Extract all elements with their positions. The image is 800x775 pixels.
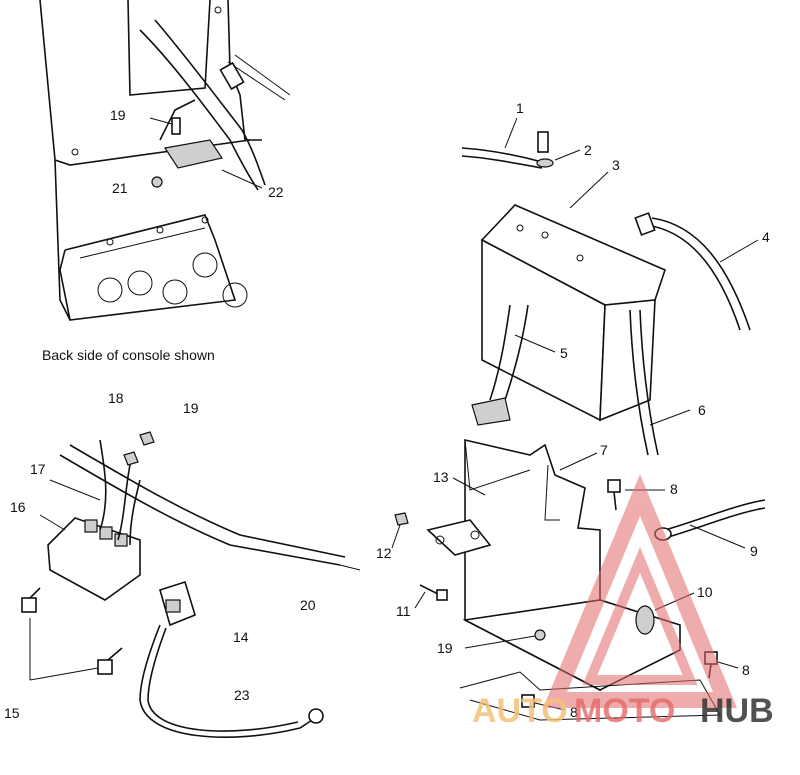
watermark-moto: MOTO (574, 692, 675, 730)
floor-plate (459, 671, 721, 721)
watermark-hub: HUB (700, 692, 774, 730)
cable-part-1 (461, 147, 543, 169)
bolt-part-11 (419, 584, 448, 601)
watermark-logo: AUTO MOTO HUB (472, 474, 774, 730)
callout-5: 5 (560, 345, 568, 361)
clamp-part-22 (159, 99, 223, 169)
screw-part-19-top (149, 117, 181, 135)
screw-part-15-a (21, 587, 41, 613)
callout-23: 23 (234, 687, 250, 703)
callout-19-top: 19 (110, 107, 126, 123)
callout-22: 22 (268, 184, 284, 200)
callout-19-right: 19 (437, 640, 453, 656)
callout-3: 3 (612, 157, 620, 173)
wire-harness-20 (59, 444, 361, 571)
callout-8-top: 8 (670, 481, 678, 497)
nut-part-18 (123, 451, 139, 466)
solenoid-part-16 (47, 517, 141, 601)
callout-21: 21 (112, 180, 128, 196)
nut-part-12 (394, 512, 409, 526)
bracket-part-14 (159, 580, 196, 627)
nut-part-19-right (534, 629, 546, 641)
callout-13: 13 (433, 469, 449, 485)
callout-8-right: 8 (742, 662, 750, 678)
callout-1: 1 (516, 100, 524, 116)
cable-part-23 (139, 624, 324, 738)
vent-tube-part-6 (629, 309, 659, 456)
callout-20: 20 (300, 597, 316, 613)
callout-16: 16 (10, 499, 26, 515)
callout-2: 2 (584, 142, 592, 158)
bracket-part-13 (426, 519, 492, 556)
callout-6: 6 (698, 402, 706, 418)
callout-12: 12 (376, 545, 392, 561)
callout-19-left: 19 (183, 400, 199, 416)
console-caption: Back side of console shown (42, 347, 215, 363)
callout-8-bottom: 8 (570, 704, 578, 720)
callout-11: 11 (396, 603, 411, 619)
cable-part-4 (634, 212, 751, 331)
callout-9: 9 (750, 543, 758, 559)
callout-15: 15 (4, 705, 20, 721)
nut-part-21 (151, 176, 163, 188)
bolt-part-8-top (607, 479, 621, 511)
bolt-part-8-bottom (521, 694, 535, 708)
part-10 (635, 605, 655, 635)
battery-strap-part-5 (471, 304, 529, 426)
console-back-panel (39, 0, 262, 321)
console-wire-harness (139, 19, 291, 191)
bolt-part-2 (536, 131, 554, 168)
callout-labels: 1 2 3 4 5 6 7 8 9 10 11 12 13 14 15 16 1… (4, 100, 770, 721)
callout-14: 14 (233, 629, 249, 645)
wire-leads (99, 439, 141, 546)
callout-7: 7 (600, 442, 608, 458)
nut-part-19-left (139, 431, 155, 446)
screw-part-15-b (97, 647, 123, 675)
callout-10: 10 (697, 584, 713, 600)
callout-18: 18 (108, 390, 124, 406)
callout-17: 17 (30, 461, 46, 477)
watermark-triangle-icon (543, 474, 737, 708)
watermark-auto: AUTO (472, 692, 568, 730)
cable-part-9 (654, 499, 766, 541)
callout-4: 4 (762, 229, 770, 245)
